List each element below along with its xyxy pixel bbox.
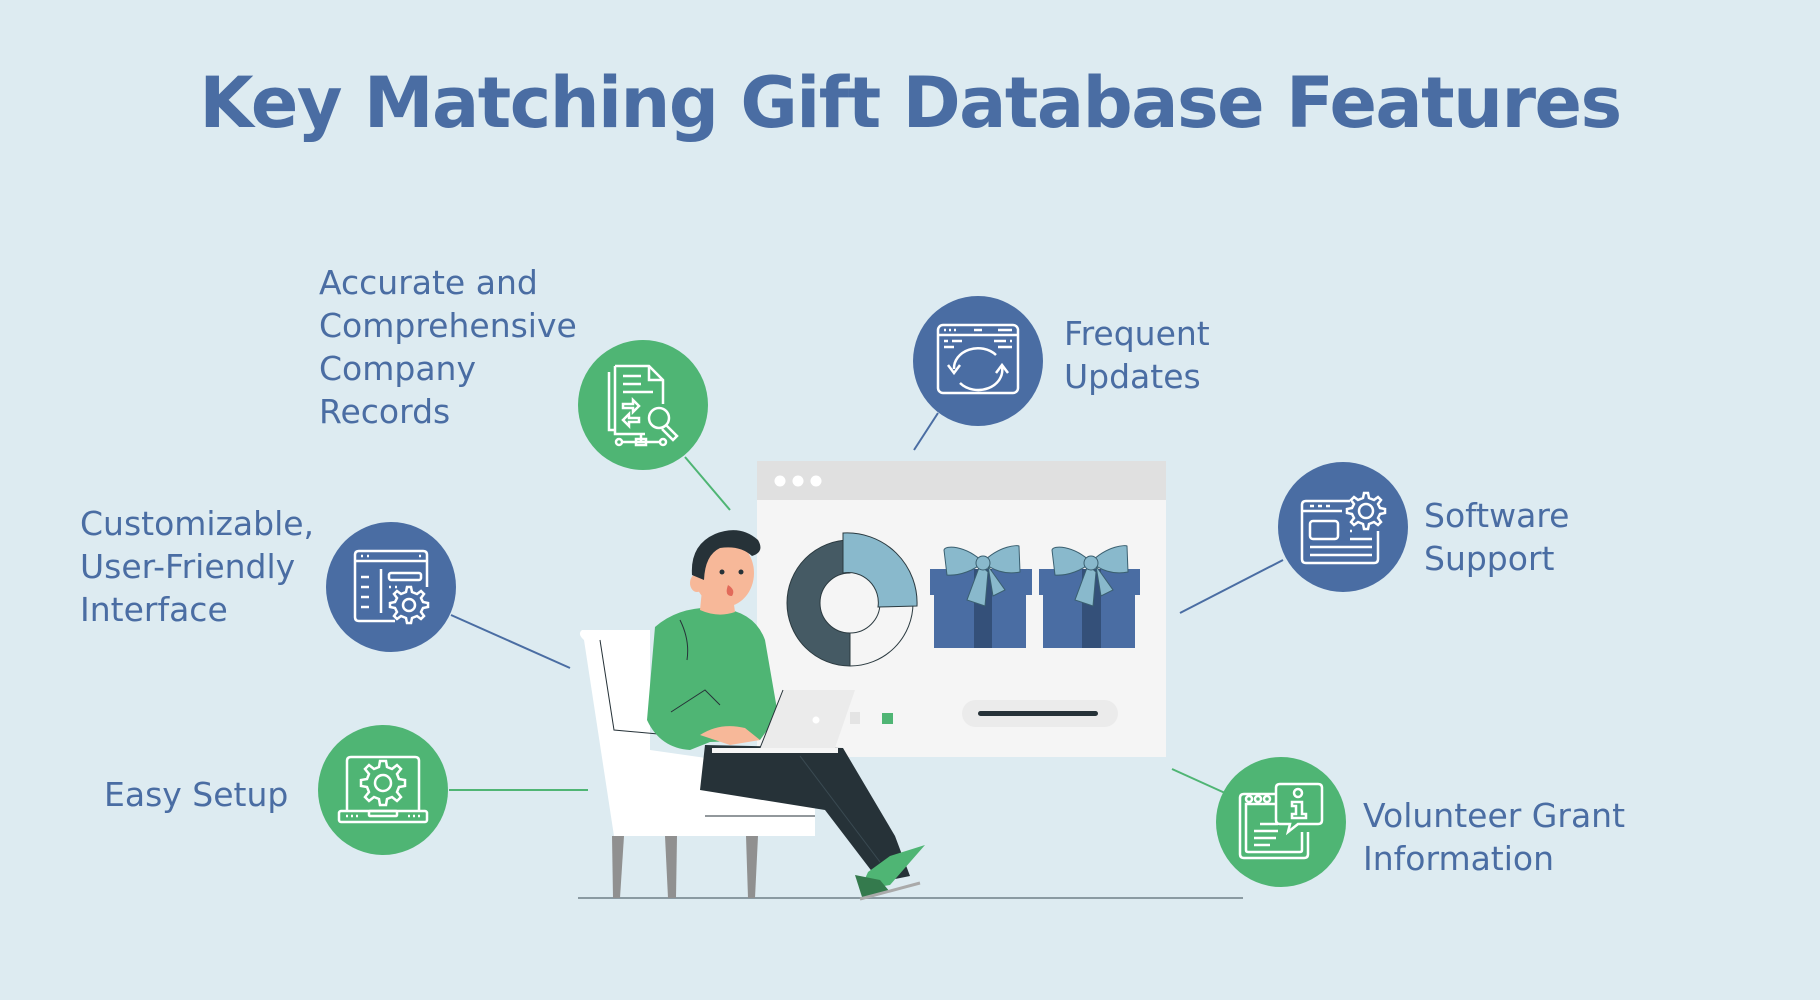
feature-label-support: Software Support (1424, 494, 1569, 580)
feature-circle-records (578, 340, 708, 470)
label-line: Updates (1064, 357, 1201, 396)
gift-box-icon (1039, 545, 1140, 648)
person-illustration (647, 530, 925, 901)
label-line: Records (319, 392, 451, 431)
label-line: Software (1424, 496, 1570, 535)
browser-settings-icon (353, 549, 430, 625)
page-title: Key Matching Gift Database Features (199, 62, 1622, 144)
feature-circle-setup (318, 725, 448, 855)
feature-label-interface: Customizable, User-Friendly Interface (80, 502, 314, 631)
donut-chart-icon (786, 532, 918, 667)
feature-circle-volunteer (1216, 757, 1346, 887)
feature-label-volunteer: Volunteer Grant Information (1363, 794, 1625, 880)
browser-refresh-icon (936, 323, 1020, 395)
gift-box-icon (930, 545, 1032, 648)
document-search-icon (607, 364, 679, 447)
label-line: Easy Setup (104, 775, 289, 814)
label-line: Company (319, 349, 476, 388)
label-line: Frequent (1064, 314, 1210, 353)
label-line: Support (1424, 539, 1555, 578)
label-line: Information (1363, 839, 1555, 878)
label-line: Customizable, (80, 504, 315, 543)
feature-circle-updates (913, 296, 1043, 426)
feature-circle-interface (326, 522, 456, 652)
label-line: Interface (80, 590, 228, 629)
connector-lines (449, 412, 1284, 794)
browser-info-icon (1238, 782, 1324, 860)
feature-label-records: Accurate and Comprehensive Company Recor… (319, 261, 577, 433)
feature-label-updates: Frequent Updates (1064, 312, 1210, 398)
feature-circle-support (1278, 462, 1408, 592)
label-line: User-Friendly (80, 547, 296, 586)
label-line: Volunteer Grant (1363, 796, 1626, 835)
label-line: Accurate and (319, 263, 538, 302)
browser-gear-icon (1300, 491, 1387, 565)
laptop-gear-icon (337, 755, 429, 824)
feature-label-setup: Easy Setup (104, 773, 288, 816)
label-line: Comprehensive (319, 306, 577, 345)
